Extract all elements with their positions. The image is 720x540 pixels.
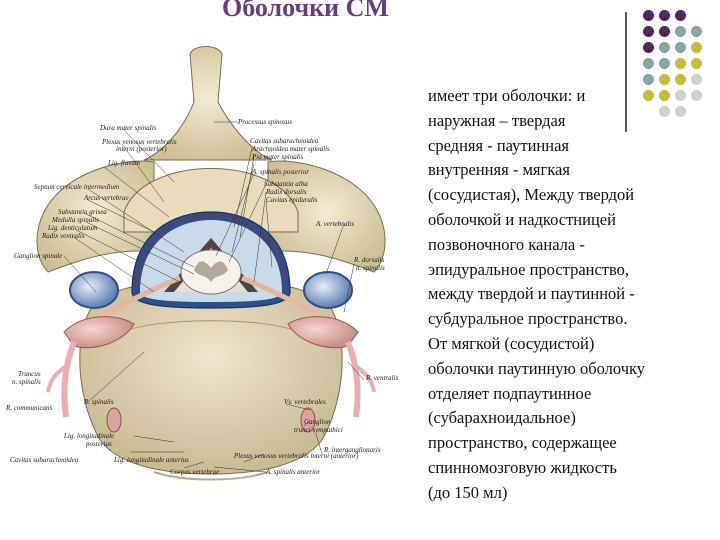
dot xyxy=(659,106,670,117)
dot xyxy=(659,74,670,85)
label-arcus-vertebrae: Arcus vertebrae xyxy=(84,194,129,202)
slide-title: Оболочки СМ xyxy=(222,0,389,22)
text-line: оболочки паутинную оболочку xyxy=(428,358,646,378)
label-lig-flavum: Lig. flavum xyxy=(108,159,140,167)
text-line: (сосудистая), Между твердой xyxy=(428,185,635,205)
text-line: (до 150 мл) xyxy=(428,482,508,502)
dot xyxy=(659,42,670,53)
label-r-interganglionaris: R. interganglionaris xyxy=(324,446,381,454)
text-line: позвоночного канала - xyxy=(428,234,585,254)
dot xyxy=(643,90,654,101)
label-arachnoidea: Arachnoidea mater spinalis xyxy=(252,145,330,153)
dot xyxy=(643,58,654,69)
spinal-cord-cross-section-figure: Dura mater spinalis Plexus venosus verte… xyxy=(4,42,418,482)
label-ganglion-spinale: Ganglion spinale xyxy=(14,252,63,260)
dot xyxy=(659,10,670,21)
label-septum-cervicale: Septum cervicale intermedium xyxy=(34,183,120,191)
label-ganglion-trunci: Ganglion xyxy=(304,418,331,426)
label-r-communicans: R. communicans xyxy=(6,404,53,412)
text-line: пространство, содержащее xyxy=(428,433,617,453)
dot xyxy=(643,10,654,21)
label-r-dorsalis: R. dorsalis xyxy=(354,256,385,264)
label-substantia-alba: Substantia alba xyxy=(264,180,308,188)
text-line: эпидуральное пространство, xyxy=(428,259,630,279)
text-line: субдуральное пространство. xyxy=(428,309,628,329)
label-cavitas-subarachnoidea: Cavitas subarachnoidea xyxy=(250,137,319,145)
label-a-spinalis-anterior: A. spinalis anterior xyxy=(266,468,321,476)
dot xyxy=(675,10,686,21)
text-line: наружная – твердая xyxy=(428,110,566,130)
text-line: между твердой и паутинной - xyxy=(428,284,635,304)
label-corpus-vertebrae: Corpus vertebrae xyxy=(170,468,220,476)
dot xyxy=(643,74,654,85)
label-radix-ventralis: Radix ventralis xyxy=(42,232,85,240)
dot xyxy=(691,90,702,101)
label-lig-longitudinale-posterius-2: posterius xyxy=(86,440,112,448)
dot xyxy=(659,58,670,69)
label-lig-longitudinale-anterius: Lig. longitudinale anterius xyxy=(114,456,189,464)
label-medulla-spinalis: Medulla spinalis xyxy=(52,216,99,224)
label-radix-dorsalis: Radix dorsalis xyxy=(266,188,307,196)
dot xyxy=(691,42,702,53)
dot xyxy=(691,74,702,85)
dot xyxy=(675,106,686,117)
dot xyxy=(675,74,686,85)
label-plexus-venosus-posterior: Plexus venosus vertebralis xyxy=(102,138,177,146)
divider-line xyxy=(625,12,627,132)
label-a-spinalis-posterior: A. spinalis posterior xyxy=(252,168,309,176)
dot xyxy=(643,42,654,53)
text-line: имеет три оболочки: и xyxy=(428,86,586,105)
text-line: (субарахноидальное) xyxy=(428,408,576,428)
text-line: оболочкой и надкостницей xyxy=(428,209,616,229)
text-line: От мягкой (сосудистой) xyxy=(428,333,595,353)
label-ganglion-trunci-2: trunci sympathici xyxy=(294,426,343,434)
label-vv-vertebrales: Vv. vertebrales xyxy=(284,398,326,406)
label-lig-longitudinale-posterius: Lig. longitudinale xyxy=(64,432,115,440)
label-a-vertebralis: A. vertebralis xyxy=(316,220,355,228)
label-r-ventralis: R. ventralis xyxy=(366,374,399,382)
text-line: средняя - паутинная xyxy=(428,135,570,155)
vertebra-illustration xyxy=(36,46,386,481)
dot xyxy=(659,26,670,37)
dot xyxy=(675,90,686,101)
label-processus-spinosus: Processus spinosus xyxy=(238,118,292,126)
label-truncus: Truncus xyxy=(18,370,41,378)
label-cavitas-epiduralis: Cavitas epiduralis xyxy=(266,196,318,204)
label-lig-denticulatum: Lig. denticulatum xyxy=(48,224,98,232)
text-line: отделяет подпаутинное xyxy=(428,383,592,403)
dot xyxy=(691,26,702,37)
dot xyxy=(643,26,654,37)
label-substantia-grisea: Substantia grisea xyxy=(58,208,107,216)
label-dura-mater: Dura mater spinalis xyxy=(100,124,157,132)
label-cavitas-subarachnoidea-bottom: Cavitas subarachnoidea xyxy=(10,456,79,464)
decorative-dot-grid xyxy=(627,10,720,120)
dot xyxy=(675,58,686,69)
dot xyxy=(691,58,702,69)
label-n-spinalis: n. spinalis xyxy=(12,378,41,386)
dot xyxy=(675,42,686,53)
label-r-dorsalis-n-spinalis: n. spinalis xyxy=(356,264,385,272)
slide-body-text: имеет три оболочки: и наружная – твердая… xyxy=(428,84,698,506)
dot xyxy=(675,26,686,37)
label-pia-mater: Pia mater spinalis xyxy=(252,153,304,161)
label-r-spinalis: R. spinalis xyxy=(84,398,114,406)
dot xyxy=(659,90,670,101)
text-line: внутренняя - мягкая xyxy=(428,160,570,180)
label-plexus-venosus-posterior-2: internі (posterior) xyxy=(116,145,167,153)
label-plexus-venosus-anterior: Plexus venosus vertebralis interni (ante… xyxy=(234,452,359,460)
text-line: спинномозговую жидкость xyxy=(428,457,617,477)
